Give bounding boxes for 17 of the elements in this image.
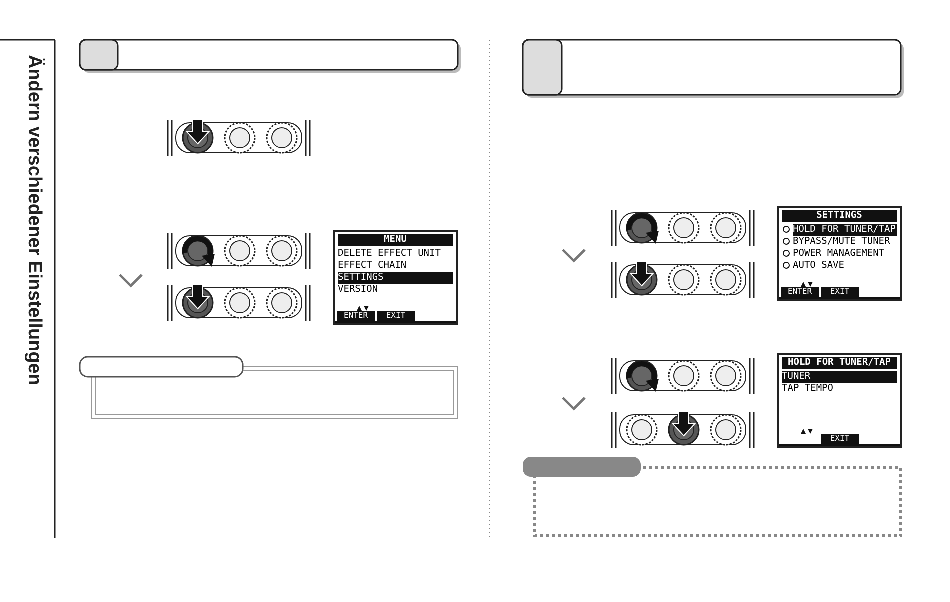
menu-item: TAP TEMPO [782, 383, 834, 395]
menu-item: SETTINGS [338, 272, 453, 284]
menu-item: VERSION [338, 284, 380, 296]
screen-heading: SETTINGS [782, 210, 897, 222]
menu-item: POWER MANAGEMENT [793, 248, 886, 260]
menu-item: HOLD FOR TUNER/TAP [793, 224, 897, 236]
screen-heading: HOLD FOR TUNER/TAP [782, 357, 897, 369]
softkey-label: EXIT [821, 287, 859, 297]
menu-item: TUNER [782, 371, 897, 383]
menu-item: EFFECT CHAIN [338, 260, 408, 272]
softkey-label: EXIT [377, 311, 415, 321]
softkey-label: EXIT [821, 434, 859, 444]
menu-item: BYPASS/MUTE TUNER [793, 236, 892, 248]
screen-heading: MENU [338, 234, 453, 246]
section-title: Ändern verschiedener Einstellungen [23, 55, 45, 386]
menu-item: DELETE EFFECT UNIT [338, 248, 442, 260]
menu-item: AUTO SAVE [793, 260, 846, 272]
